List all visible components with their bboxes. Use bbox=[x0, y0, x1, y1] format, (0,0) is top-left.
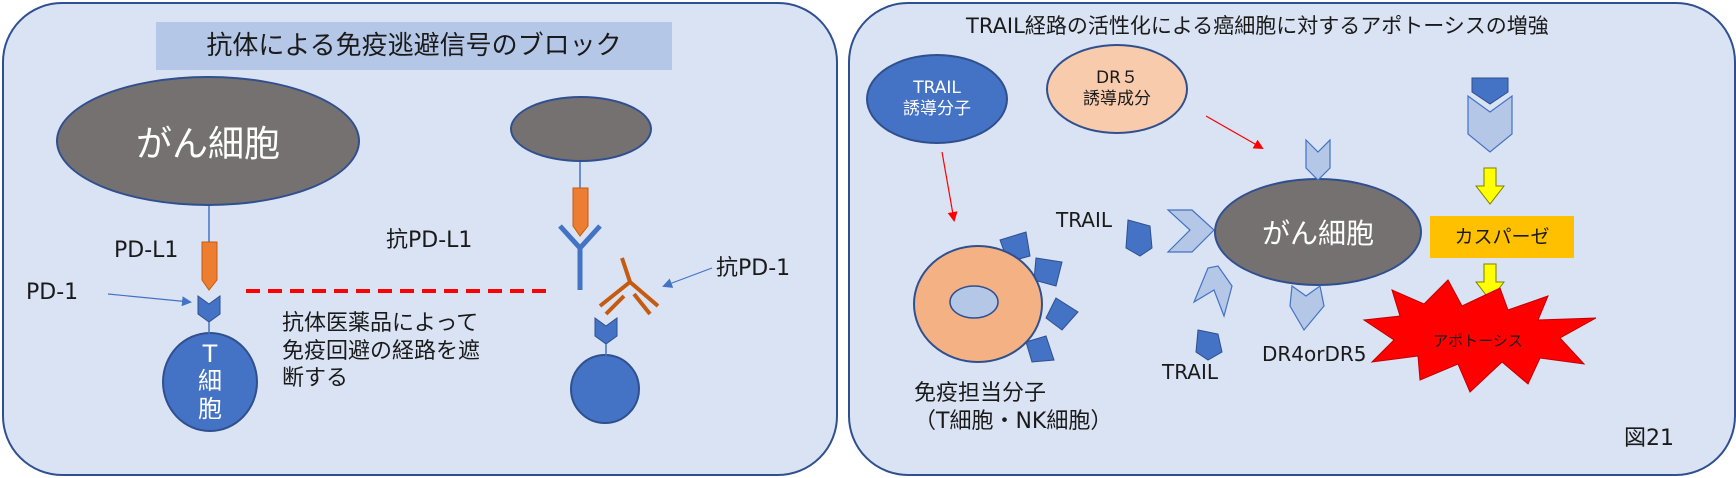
pd-l1-shape-right bbox=[572, 187, 589, 237]
caspase-receptor-top bbox=[1471, 77, 1509, 105]
cancer-cell-right: がん細胞 bbox=[1214, 178, 1422, 286]
left-panel bbox=[2, 2, 838, 476]
dr5-inducer-line-2: 誘導成分 bbox=[1083, 89, 1151, 109]
trail-induce-arrow bbox=[941, 151, 958, 222]
trail-inducer-line-1: TRAIL bbox=[913, 77, 961, 98]
cancer-cell-small bbox=[510, 96, 652, 162]
dr-receptor-label: DR4orDR5 bbox=[1262, 342, 1367, 366]
trail-inducer-line-2: 誘導分子 bbox=[903, 99, 971, 119]
t-cell-label-line-2: 細 bbox=[198, 367, 222, 396]
drug-caption-line-3: 断する bbox=[282, 366, 349, 391]
trail-ligand-bottom bbox=[1195, 329, 1223, 361]
trail-ligand-top bbox=[1125, 219, 1153, 257]
pd-1-receptor-right bbox=[594, 317, 618, 345]
immune-cell-nucleus bbox=[949, 285, 999, 319]
dr5-inducer-line-1: DR５ bbox=[1096, 67, 1138, 88]
figure-number: 図21 bbox=[1624, 426, 1674, 451]
pd-l1-shape bbox=[201, 241, 218, 291]
pd-1-label: PD-1 bbox=[26, 280, 79, 305]
t-cell: T 細 胞 bbox=[162, 332, 258, 432]
anti-pd-1-pointer bbox=[662, 267, 713, 288]
immune-cell-caption-line-1: 免疫担当分子 bbox=[914, 381, 1047, 406]
yellow-arrow-top bbox=[1474, 167, 1506, 205]
cancer-cell-left: がん細胞 bbox=[56, 76, 360, 206]
t-cell-label-line-1: T bbox=[202, 339, 218, 368]
left-panel-title: 抗体による免疫逃避信号のブロック bbox=[156, 22, 672, 70]
dr5-induce-arrow bbox=[1205, 115, 1264, 149]
immune-cell-caption: 免疫担当分子 （T細胞・NK細胞） bbox=[914, 380, 1112, 435]
caspase-label: カスパーゼ bbox=[1454, 226, 1550, 248]
dr5-inducer: DR５ 誘導成分 bbox=[1046, 44, 1188, 134]
t-cell-label-line-3: 胞 bbox=[198, 394, 222, 423]
anti-pd-l1-antibody bbox=[558, 224, 602, 290]
cancer-cell-left-label: がん細胞 bbox=[135, 124, 280, 165]
drug-caption: 抗体医薬品によって 免疫回避の経路を遮 断する bbox=[282, 310, 480, 393]
caspase-receptor-mid bbox=[1467, 94, 1513, 153]
anti-pd-1-antibody bbox=[598, 257, 660, 316]
trail-label-top: TRAIL bbox=[1056, 208, 1113, 232]
anti-pd-1-label: 抗PD-1 bbox=[716, 256, 791, 281]
t-cell-right bbox=[570, 354, 640, 424]
trail-label-bottom: TRAIL bbox=[1162, 360, 1219, 384]
pd-l1-label: PD-L1 bbox=[114, 238, 179, 263]
drug-caption-line-1: 抗体医薬品によって bbox=[282, 311, 479, 336]
right-panel-title: TRAIL経路の活性化による癌細胞に対するアポトーシスの増強 bbox=[966, 14, 1549, 38]
trail-inducer: TRAIL 誘導分子 bbox=[866, 54, 1008, 144]
apoptosis-label: アポトーシス bbox=[1433, 332, 1523, 350]
apoptosis-burst bbox=[1362, 279, 1597, 393]
immune-cell-caption-line-2: （T細胞・NK細胞） bbox=[914, 408, 1113, 434]
pd-1-receptor bbox=[197, 295, 221, 323]
anti-pd-l1-label: 抗PD-L1 bbox=[386, 228, 473, 253]
dr-receptors bbox=[1166, 138, 1331, 332]
drug-caption-line-2: 免疫回避の経路を遮 bbox=[282, 338, 481, 364]
pd-1-pointer bbox=[107, 293, 192, 307]
cancer-cell-right-label: がん細胞 bbox=[1261, 217, 1374, 250]
caspase-box: カスパーゼ bbox=[1430, 216, 1574, 258]
